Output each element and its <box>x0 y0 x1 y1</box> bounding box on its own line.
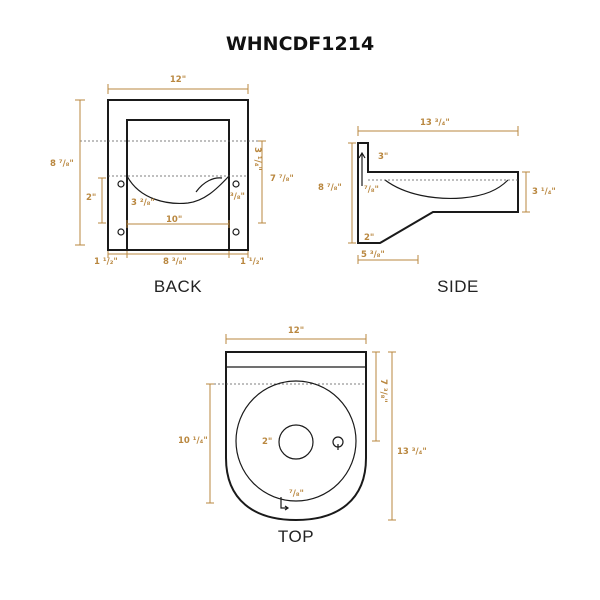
top-drain-offset-dim: 7 ³/₈" <box>378 379 388 403</box>
back-outline <box>80 99 262 251</box>
back-inner-width-dim: 8 ³/₈" <box>163 257 187 267</box>
back-right-height-dim: 7 ⁷/₈" <box>270 174 294 184</box>
back-mount-height-dim: 2" <box>86 193 96 203</box>
side-height-dim: 8 ⁷/₈" <box>318 183 342 193</box>
back-hole-spacing-dim: 10" <box>166 215 182 225</box>
top-outline <box>210 351 367 522</box>
top-bowl-depth-dim: 10 ¹/₄" <box>178 436 208 446</box>
top-rim-dim: ⁷/₈" <box>289 489 304 499</box>
back-height-dim: 8 ⁷/₈" <box>50 159 74 169</box>
mount-hole-icon <box>232 228 240 236</box>
side-top-gap-dim: 3" <box>378 152 388 162</box>
top-view-label: TOP <box>278 527 314 546</box>
top-width-dim: 12" <box>288 326 304 336</box>
side-basin-height-dim: 3 ¹/₄" <box>532 187 556 197</box>
mount-hole-icon <box>232 180 240 188</box>
side-bracket-depth-dim: 5 ³/₈" <box>361 250 385 260</box>
back-left-bracket-dim: 1 ¹/₂" <box>94 257 118 267</box>
back-width-dim: 12" <box>170 75 186 85</box>
side-dimension-lines <box>348 126 530 264</box>
rim-marker-arrow <box>284 505 290 511</box>
side-view: 13 ³/₄" 3" 8 ⁷/₈" ⁷/₈" 3 ¹/₄" 2" 5 ³/₈" … <box>318 118 556 296</box>
side-outline <box>357 142 519 244</box>
top-view: 12" 10 ¹/₄" 2" 7 ³/₈" 13 ³/₄" ⁷/₈" TOP <box>178 326 427 546</box>
back-right-depth-dim: 3 ¹/₄" <box>252 147 262 171</box>
top-dimension-lines <box>206 334 396 521</box>
back-view-label: BACK <box>154 277 202 296</box>
side-depth-dim: 13 ³/₄" <box>420 118 450 128</box>
back-right-bracket-dim: 1 ¹/₂" <box>240 257 264 267</box>
mount-hole-icon <box>117 228 125 236</box>
side-view-label: SIDE <box>437 277 479 296</box>
back-view: 12" 8 ⁷/₈" 2" 3 ²/₈" 10" 3 ¹/₄" 7 ⁷/₈" ³… <box>50 75 294 296</box>
back-dimension-lines <box>75 84 266 258</box>
drain-icon <box>278 424 314 460</box>
back-hole-offset-dim: ³/₈" <box>230 192 245 202</box>
arrow-up-icon-head <box>358 151 366 159</box>
rim-marker-icon <box>280 497 287 509</box>
back-basin-depth-dim: 3 ²/₈" <box>131 198 155 208</box>
bowl-outline <box>235 380 357 502</box>
mount-hole-icon <box>117 180 125 188</box>
product-title: WHNCDF1214 <box>226 33 374 55</box>
top-drain-dim: 2" <box>262 437 272 447</box>
side-bracket-foot-dim: 2" <box>364 233 374 243</box>
top-overall-depth-dim: 13 ³/₄" <box>397 447 427 457</box>
side-bracket-gap-dim: ⁷/₈" <box>364 185 379 195</box>
